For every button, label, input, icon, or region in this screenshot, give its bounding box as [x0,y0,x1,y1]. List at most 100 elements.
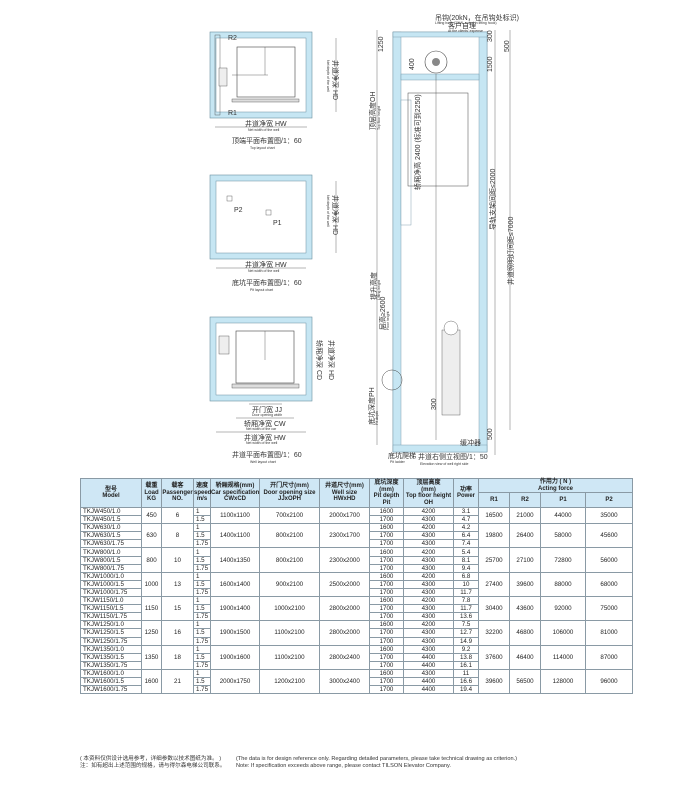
load-cell: 630 [141,523,162,549]
elevation-view: 吊钩(20kN，在吊钩处标识) Lifting hook (20kN, note… [367,13,519,466]
header-oh-en: Top floor height [405,493,452,499]
pit-cell: 1700 [369,579,404,589]
well-cell: 2300x1700 [319,523,370,549]
r2-cell: 46800 [509,620,541,646]
r2-cell: 56500 [509,668,541,695]
door-cell: 800x2100 [259,547,320,573]
header-p2: P2 [584,492,634,508]
power-cell: 16.1 [453,660,479,670]
door-cell: 900x2100 [259,571,320,598]
pit-cell: 1700 [369,612,404,622]
oh-cell: 4200 [403,571,454,581]
speed-cell: 1 [193,571,211,581]
passenger-cell: 6 [161,506,194,525]
model-cell: TKJW1000/1.0 [80,571,142,581]
speed-cell: 1.75 [193,636,211,646]
ladder-label: 底坑爬梯 [388,451,416,460]
door-cell: 800x2100 [259,523,320,549]
pit-hd-label: 井道净深 HD [331,195,340,235]
p1-cell: 88000 [540,571,586,598]
dim-300-bottom: 300 [431,398,438,410]
pit-cell: 1600 [369,506,404,517]
power-cell: 11.7 [453,587,479,598]
pit-cell: 1700 [369,676,404,687]
dim-400: 400 [409,58,416,70]
power-cell: 11.7 [453,604,479,614]
top-hd-label: 井道净深 HD [331,60,340,100]
p2-cell: 35000 [584,506,634,525]
notes-cn: ( 本资料仅供设计选用参考，详细参数以技术图纸为准。 ) 注：如有超出上述范围的… [80,756,225,770]
power-cell: 7.5 [453,620,479,630]
car-cell: 1400x1100 [210,523,260,549]
car-cell: 1900x1400 [210,596,260,622]
door-cell: 1000x2100 [259,596,320,622]
note-cn-2: 注：如有超出上述范围的规格，请与得尔森电梯公司联系。 [80,763,226,769]
pit-depth-label: 底坑深度PH [367,387,376,425]
well-layout-plan: 开门宽 JJ Door opening width 轿厢净宽 CW Net wi… [209,316,336,464]
power-cell: 9.2 [453,644,479,654]
oh-cell: 4200 [403,506,454,517]
oh-cell: 4300 [403,612,454,622]
pit-cell: 1600 [369,668,404,678]
model-cell: TKJW800/1.75 [80,563,142,573]
power-cell: 11 [453,668,479,678]
dim-1500: 1500 [487,56,494,72]
model-cell: TKJW450/1.0 [80,506,142,517]
pit-cell: 1700 [369,515,404,525]
power-cell: 4.2 [453,523,479,533]
p1-cell: 114000 [540,644,586,670]
buffer-label: 缓冲器 [460,438,481,447]
r1-cell: 27400 [478,571,510,598]
oh-label: 顶层高度OH [368,92,377,131]
model-cell: TKJW1150/1.0 [80,596,142,606]
p2-label: P2 [234,207,243,214]
model-cell: TKJW1350/1.75 [80,660,142,670]
car-cell: 1400x1350 [210,547,260,573]
power-cell: 7.8 [453,596,479,606]
pit-depth-en: Pit depth [375,411,379,425]
pit-cell: 1600 [369,644,404,654]
header-force: 作用力 ( N )Acting force [477,478,634,493]
well-cell: 2800x2000 [319,596,370,622]
model-cell: TKJW1000/1.75 [80,587,142,598]
pit-layout-title: 底坑平面布置图/1：60 [232,278,302,287]
model-cell: TKJW1350/1.5 [80,652,142,662]
p1-cell: 92000 [540,596,586,622]
load-cell: 1600 [141,668,162,695]
p2-cell: 96000 [584,668,634,695]
passenger-cell: 21 [161,668,194,695]
power-cell: 6.8 [453,571,479,581]
oh-cell: 4300 [403,628,454,638]
pit-cell: 1700 [369,563,404,573]
model-cell: TKJW1250/1.0 [80,620,142,630]
speed-cell: 1 [193,644,211,654]
load-cell: 1250 [141,620,162,646]
oh-cell: 4200 [403,620,454,630]
pit-cell: 1700 [369,587,404,598]
r2-cell: 27100 [509,547,541,573]
speed-cell: 1 [193,547,211,557]
pit-cell: 1600 [369,523,404,533]
car-cell: 1600x1400 [210,571,260,598]
power-cell: 9.4 [453,563,479,573]
power-cell: 19.4 [453,685,479,695]
well-cell: 2800x2000 [319,620,370,646]
speed-cell: 1.75 [193,587,211,598]
r2-cell: 21000 [509,506,541,525]
header-p1: P1 [540,492,586,508]
oh-cell: 4200 [403,596,454,606]
r2-cell: 46400 [509,644,541,670]
note-cn-1: ( 本资料仅供设计选用参考，详细参数以技术图纸为准。 ) [80,756,222,762]
p1-cell: 44000 [540,506,586,525]
passenger-cell: 10 [161,547,194,573]
passenger-cell: 13 [161,571,194,598]
